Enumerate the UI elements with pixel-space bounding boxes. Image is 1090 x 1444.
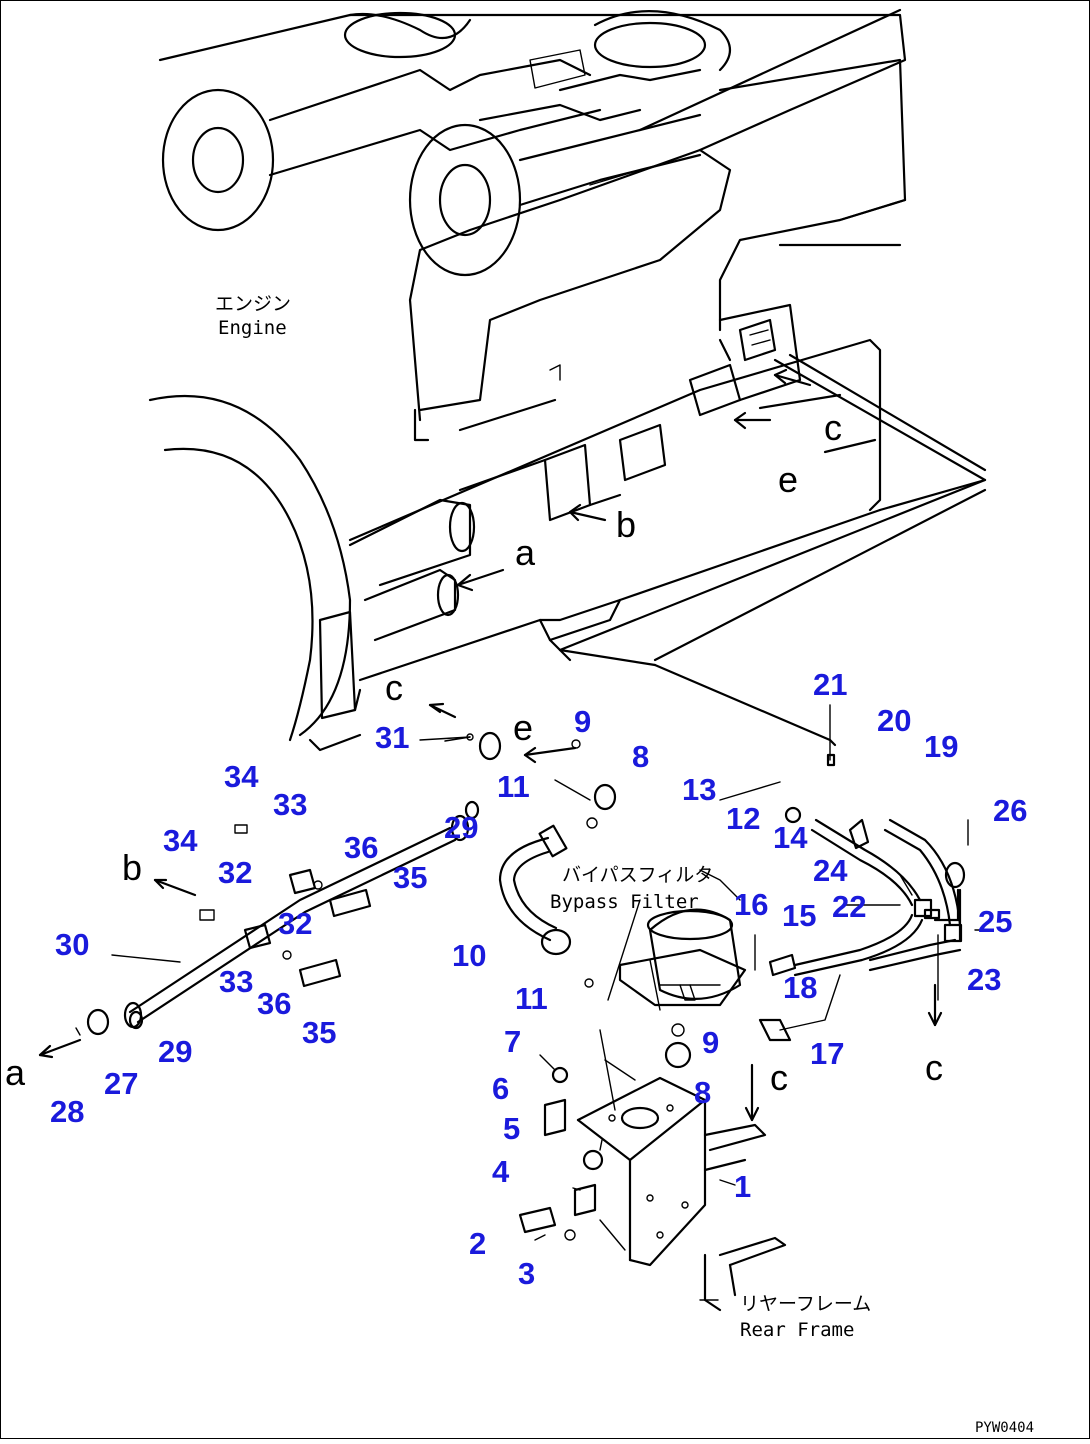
callout-12: 12 <box>726 801 760 836</box>
fittings <box>75 731 966 1241</box>
callout-9-bottom: 9 <box>702 1025 719 1060</box>
callout-21: 21 <box>813 667 847 702</box>
ref-e-upper: e <box>778 459 798 500</box>
callout-32-right: 32 <box>278 906 312 941</box>
callout-13: 13 <box>682 772 716 807</box>
callout-23: 23 <box>967 962 1001 997</box>
callout-27: 27 <box>104 1066 138 1101</box>
callout-5: 5 <box>503 1111 520 1146</box>
callout-8-top: 8 <box>632 739 649 774</box>
bypass-filter <box>618 908 747 1007</box>
filter-bracket <box>576 1076 787 1312</box>
ref-c-upper: c <box>824 407 842 448</box>
callout-36-top: 36 <box>344 830 378 865</box>
callout-4: 4 <box>492 1154 510 1189</box>
part-callouts: 1 2 3 4 5 6 7 8 8 9 9 10 11 11 12 13 14 … <box>50 667 1027 1291</box>
callout-7: 7 <box>504 1024 521 1059</box>
filter-label-en: Bypass Filter <box>550 891 699 913</box>
callout-16: 16 <box>734 887 768 922</box>
callout-30: 30 <box>55 927 89 962</box>
callout-26: 26 <box>993 793 1027 828</box>
callout-28: 28 <box>50 1094 84 1129</box>
ref-c-bottom: c <box>770 1057 788 1098</box>
callout-35-bottom: 35 <box>302 1015 336 1050</box>
callout-1: 1 <box>734 1169 751 1204</box>
frame-label-en: Rear Frame <box>740 1319 854 1341</box>
callout-36-bottom: 36 <box>257 986 291 1021</box>
reference-arrows <box>38 368 943 1122</box>
callout-19: 19 <box>924 729 958 764</box>
text-labels: エンジン Engine バイパスフィルタ Bypass Filter リヤーフレ… <box>5 293 1034 1436</box>
callout-10: 10 <box>452 938 486 973</box>
callout-20: 20 <box>877 703 911 738</box>
ref-a-left: a <box>5 1052 26 1093</box>
callout-22: 22 <box>832 889 866 924</box>
callout-35-top: 35 <box>393 860 427 895</box>
callout-29-top: 29 <box>444 810 478 845</box>
callout-31: 31 <box>375 720 409 755</box>
engine-label-en: Engine <box>218 317 287 339</box>
callout-11-top: 11 <box>497 769 530 804</box>
callout-11-bottom: 11 <box>515 981 548 1016</box>
callout-24: 24 <box>813 853 848 888</box>
callout-18: 18 <box>783 970 817 1005</box>
callout-15: 15 <box>782 898 816 933</box>
ref-b-left: b <box>122 847 142 888</box>
callout-14: 14 <box>773 820 808 855</box>
transmission-outline <box>148 303 882 752</box>
callout-34-mid: 34 <box>163 823 198 858</box>
callout-9-top: 9 <box>574 704 591 739</box>
callout-33-top: 33 <box>273 787 307 822</box>
callout-6: 6 <box>492 1071 509 1106</box>
callout-3: 3 <box>518 1256 535 1291</box>
engine-outline <box>158 8 907 442</box>
callout-29-bottom: 29 <box>158 1034 192 1069</box>
callout-25: 25 <box>978 904 1012 939</box>
engine-label-jp: エンジン <box>215 293 291 315</box>
callout-32-left: 32 <box>218 855 252 890</box>
ref-b-upper: b <box>616 504 636 545</box>
callout-8-bottom: 8 <box>694 1075 711 1110</box>
callout-17: 17 <box>810 1036 844 1071</box>
frame-label-jp: リヤーフレーム <box>740 1293 871 1315</box>
ref-a-upper: a <box>515 532 536 573</box>
callout-2: 2 <box>469 1226 486 1261</box>
drawing-code: PYW0404 <box>975 1420 1034 1436</box>
ref-c-left: c <box>385 667 403 708</box>
ref-e-mid: e <box>513 707 533 748</box>
routing-bracket <box>558 353 987 747</box>
leader-lines <box>111 704 991 1301</box>
filter-label-jp: バイパスフィルタ <box>562 864 713 886</box>
callout-33-bottom: 33 <box>219 964 253 999</box>
callout-34-top: 34 <box>224 759 259 794</box>
ref-c-right: c <box>925 1047 943 1088</box>
